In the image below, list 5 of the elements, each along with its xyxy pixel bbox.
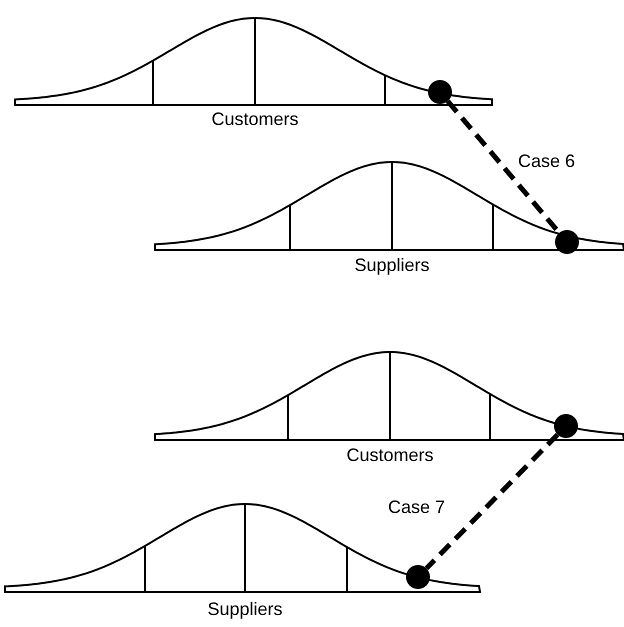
curve-label: Suppliers bbox=[354, 254, 430, 276]
curve-label: Customers bbox=[346, 444, 434, 466]
dashed-connector bbox=[424, 432, 560, 570]
curve-label: Customers bbox=[211, 108, 299, 130]
curve-label: Suppliers bbox=[207, 598, 283, 620]
